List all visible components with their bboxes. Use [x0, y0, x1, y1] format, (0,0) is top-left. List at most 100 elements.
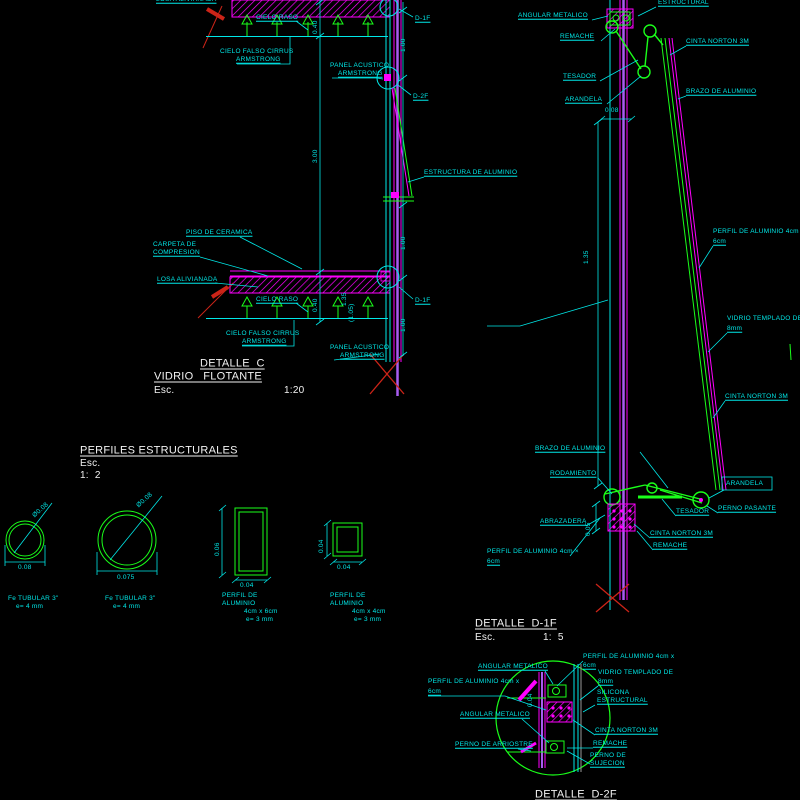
- label-perno-sujecion-a: PERNO DE: [590, 751, 626, 759]
- label-tubular1-b: e= 4 mm: [16, 602, 44, 610]
- dim-100-b: 1.00: [399, 236, 407, 250]
- label-cielo-raso-1: CIELO RASO: [256, 13, 299, 21]
- d1f-top-linkage: [605, 20, 664, 79]
- dim-circle1-width: 0.08: [18, 563, 32, 571]
- label-cielo-falso-1a: CIELO FALSO CIRRUS: [220, 47, 294, 55]
- label-piso-ceramica: PISO DE CERAMICA: [186, 228, 253, 236]
- label-panel-acustico-2a: PANEL ACUSTICO: [330, 343, 390, 351]
- dim-040-bottom: 0.40: [311, 298, 319, 312]
- label-perno-pasante: PERNO PASANTE: [718, 504, 777, 512]
- title-perfiles: PERFILES ESTRUCTURALES: [80, 444, 238, 457]
- title-d1f-scale: 1: 5: [543, 632, 564, 643]
- label-perfil2-a: PERFIL DE: [330, 591, 366, 599]
- label-top-cut-losa: LOSA ALIVIANADA: [156, 0, 216, 3]
- title-vidrio-flotante: VIDRIO FLOTANTE: [154, 370, 262, 383]
- label-tesador-1: TESADOR: [563, 72, 597, 80]
- title-detalle-c-esc: Esc.: [154, 385, 175, 396]
- label-cinta-norton-3: CINTA NORTON 3M: [650, 529, 713, 537]
- label-panel-acustico-1a: PANEL ACUSTICO: [330, 61, 390, 69]
- label-remache-2: REMACHE: [653, 541, 688, 549]
- dim-rect1-width: 0.04: [240, 581, 254, 589]
- dim-300: 3.00: [311, 149, 319, 163]
- label-brazo-aluminio-1: BRAZO DE ALUMINIO: [686, 87, 757, 95]
- label-perfil-d2f-right-b: 6cm: [583, 661, 597, 669]
- label-tubular2-b: e= 4 mm: [113, 602, 141, 610]
- label-cielo-raso-2: CIELO RASO: [256, 295, 299, 303]
- dim-135-right: 1.35: [582, 250, 590, 264]
- label-rodamiento: RODAMIENTO: [550, 469, 597, 477]
- title-detalle-c-scale: 1:20: [284, 385, 305, 396]
- label-vidrio-templado-1a: VIDRIO TEMPLADO DE: [727, 314, 800, 322]
- label-cielo-falso-1b: ARMSTRONG: [236, 55, 281, 63]
- label-vidrio-templado-2b: 8mm: [598, 677, 614, 685]
- label-remache-1: REMACHE: [560, 32, 595, 40]
- label-tubular2-a: Fe TUBULAR 3": [105, 594, 156, 602]
- label-angular-metalico-3: ANGULAR METALICO: [460, 710, 530, 718]
- label-perfil-4x6-bl-b: 6cm: [487, 557, 501, 565]
- label-cinta-norton-4: CINTA NORTON 3M: [595, 726, 658, 734]
- label-panel-acustico-1b: ARMSTRONG: [338, 69, 383, 77]
- label-perfil-4x6-right-b: 6cm: [713, 237, 727, 245]
- profile-rect-4x4: [323, 519, 367, 566]
- d1f-clamp-plate: [607, 503, 636, 532]
- label-perfil1-b: ALUMINIO: [222, 599, 256, 607]
- title-detalle-c: DETALLE C: [200, 357, 265, 370]
- label-perfil-4x6-right-a: PERFIL DE ALUMINIO 4cm x: [713, 227, 800, 235]
- callout-d1f-top: D-1F: [415, 14, 431, 22]
- callout-d1f-bottom: D-1F: [415, 296, 431, 304]
- label-cinta-norton-2: CINTA NORTON 3M: [725, 392, 788, 400]
- d1f-bottom-linkage: [603, 482, 710, 509]
- d1f-leaders: [487, 6, 728, 557]
- dim-100-c: 1.00: [399, 318, 407, 332]
- label-panel-acustico-2b: ARMSTRONG: [340, 351, 385, 359]
- profile-tube-1: [4, 502, 53, 566]
- d1f-top-bracket: [606, 8, 634, 29]
- dim-rect1-height: 0.06: [213, 542, 221, 556]
- detail-c-top-slab: [202, 0, 391, 49]
- label-vidrio-templado-2a: VIDRIO TEMPLADO DE: [598, 668, 674, 676]
- d2f-leaders: [428, 660, 599, 765]
- label-perfil1-a: PERFIL DE: [222, 591, 258, 599]
- title-perfiles-esc: Esc.: [80, 458, 101, 469]
- label-losa-alivianada: LOSA ALIVIANADA: [157, 275, 218, 283]
- dim-008-right: 0.08: [605, 106, 619, 114]
- label-remache-3: REMACHE: [593, 739, 628, 747]
- label-angular-metalico-1: ANGULAR METALICO: [518, 11, 588, 19]
- detail-c-dimensions: [315, 0, 408, 359]
- dim-040-top: 0.40: [311, 20, 319, 34]
- profile-tube-2: [96, 495, 163, 575]
- dim-rect2-height: 0.04: [317, 539, 325, 553]
- title-detalle-d1f: DETALLE D-1F: [475, 617, 557, 630]
- label-cinta-norton-1: CINTA NORTON 3M: [686, 37, 749, 45]
- label-perfil-4x6-bl-a: PERFIL DE ALUMINIO 4cm ×: [487, 547, 579, 555]
- detail-c-top-hangers: [241, 13, 374, 36]
- label-tesador-2: TESADOR: [676, 507, 710, 515]
- label-tubular1-a: Fe TUBULAR 3": [8, 594, 59, 602]
- label-brazo-aluminio-2: BRAZO DE ALUMINIO: [535, 444, 606, 452]
- label-perfil-d2f-left-b: 6cm: [428, 687, 442, 695]
- label-abrazadera: ABRAZADERA: [540, 517, 587, 525]
- dim-100-a: 1.00: [399, 38, 407, 52]
- label-silicona-a: SILICONA: [597, 688, 630, 696]
- label-cielo-falso-2b: ARMSTRONG: [242, 337, 287, 345]
- label-estructural-cut: ESTRUCTURAL: [658, 0, 709, 6]
- profile-rect-4x6: [218, 504, 272, 584]
- label-carpeta-a: CARPETA DE: [153, 240, 197, 248]
- d1f-glass-arm-diagonals: [660, 37, 792, 491]
- detail-c-leaders: [199, 8, 425, 361]
- label-perno-sujecion-b: SUJECION: [590, 759, 625, 767]
- label-arandela-1: ARANDELA: [565, 95, 603, 103]
- label-perfil1-d: e= 3 mm: [246, 615, 274, 623]
- dim-rect2-width: 0.04: [337, 563, 351, 571]
- detail-c-floor-slab: [197, 270, 391, 319]
- label-vidrio-templado-1b: 8mm: [727, 324, 743, 332]
- dim-105-left: (1.05): [347, 303, 355, 322]
- label-perfil1-c: 4cm x 6cm: [244, 607, 278, 615]
- label-perfil-d2f-left-a: PERFIL DE ALUMINIO 4cm x: [428, 677, 520, 685]
- label-cielo-falso-2a: CIELO FALSO CIRRUS: [226, 329, 300, 337]
- label-perfil2-c: 4cm x 4cm: [352, 607, 386, 615]
- title-detalle-d2f: DETALLE D-2F: [535, 788, 617, 800]
- dim-005: 0.05: [584, 522, 592, 536]
